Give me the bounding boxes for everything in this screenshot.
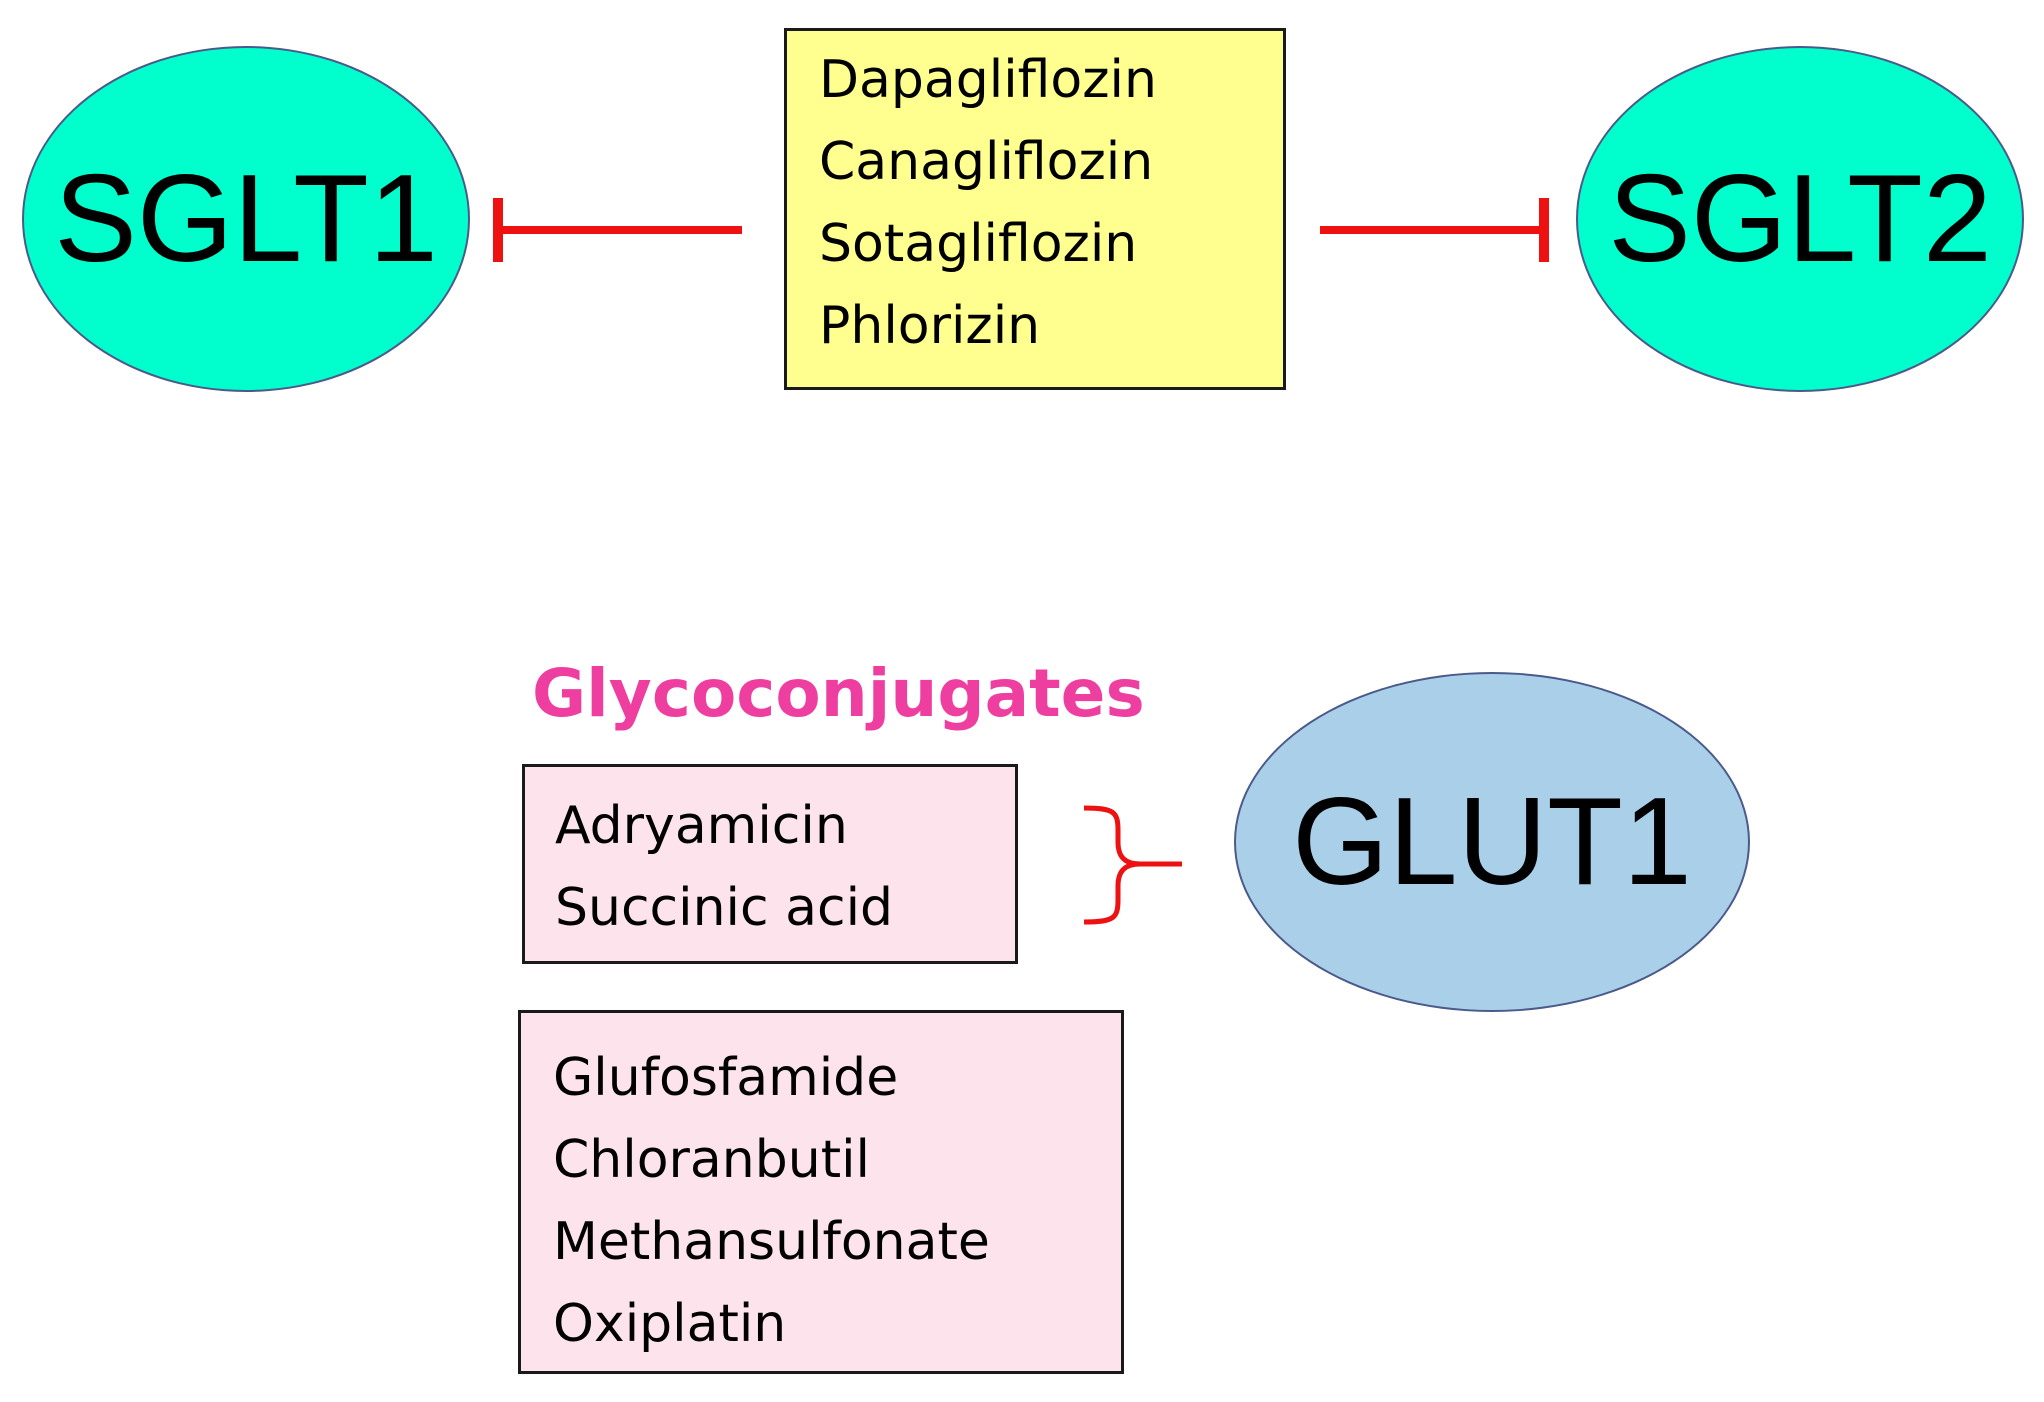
- glycoconjugate-item: Chloranbutil: [553, 1130, 870, 1190]
- glycoconjugates-box-2: Glufosfamide Chloranbutil Methansulfonat…: [518, 1010, 1124, 1374]
- inhibition-arrow-sglt2: [1320, 198, 1549, 262]
- glycoconjugates-box-1: Adryamicin Succinic acid: [522, 764, 1018, 964]
- sglt1-label: SGLT1: [54, 150, 438, 288]
- glycoconjugates-title: Glycoconjugates: [532, 655, 1145, 732]
- sglt1-node: SGLT1: [22, 46, 470, 392]
- glut1-label: GLUT1: [1292, 773, 1692, 911]
- inhibitor-item: Dapagliflozin: [819, 50, 1157, 110]
- glycoconjugate-item: Glufosfamide: [553, 1048, 899, 1108]
- sglt-inhibitors-box: Dapagliflozin Canagliflozin Sotagliflozi…: [784, 28, 1286, 390]
- inhibition-arrow-sglt1: [493, 198, 742, 262]
- inhibitor-item: Sotagliflozin: [819, 214, 1138, 274]
- glycoconjugate-item: Succinic acid: [555, 878, 894, 938]
- glut1-node: GLUT1: [1234, 672, 1750, 1012]
- sglt2-node: SGLT2: [1576, 46, 2024, 392]
- inhibitor-item: Canagliflozin: [819, 132, 1154, 192]
- glycoconjugate-item: Adryamicin: [555, 796, 848, 856]
- glycoconjugate-item: Methansulfonate: [553, 1212, 990, 1272]
- inhibitor-item: Phlorizin: [819, 296, 1041, 356]
- glycoconjugates-brace: [1083, 805, 1182, 925]
- sglt2-label: SGLT2: [1608, 150, 1992, 288]
- glycoconjugate-item: Oxiplatin: [553, 1294, 787, 1354]
